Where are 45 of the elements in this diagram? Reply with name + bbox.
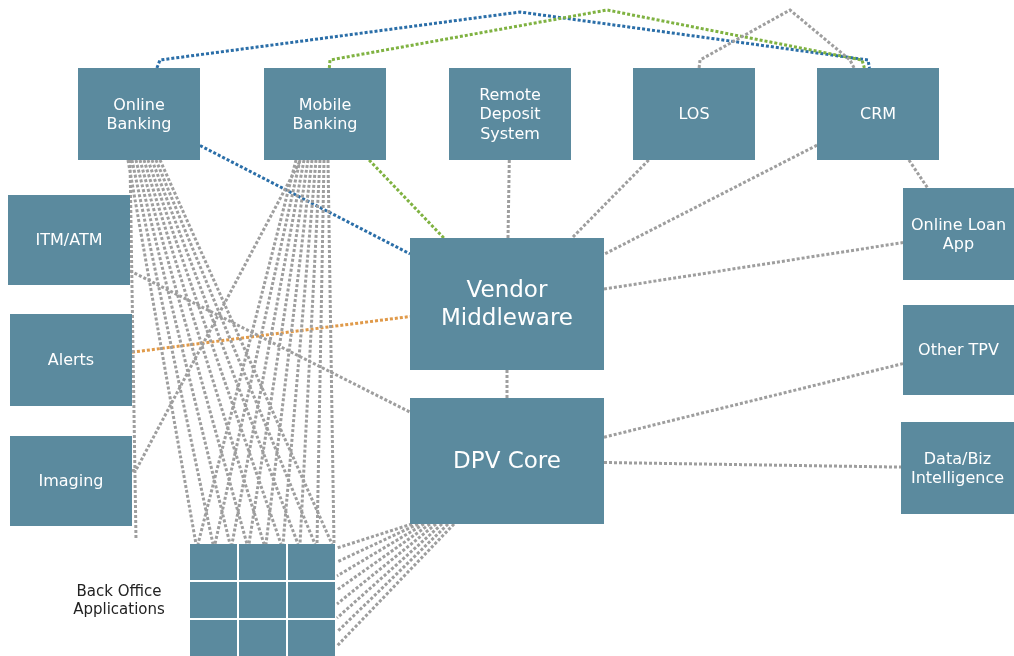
connector-line [505,370,509,398]
system-box [10,436,132,526]
connector-line [603,143,818,256]
box-label: Imaging [37,471,105,491]
system-box [633,68,755,160]
box-label: DPV Core [452,447,562,475]
connector-line [196,158,336,546]
system-box [449,68,571,160]
box-label: Online Banking [105,94,173,134]
connector-line [126,158,334,546]
system-box [8,195,130,285]
connector-line [335,522,456,648]
system-box [410,238,604,370]
system-box [903,305,1014,395]
box-label: LOS [677,104,711,124]
box-label: Online Loan App [909,214,1008,254]
box-label: Data/Biz Intelligence [909,448,1006,488]
connector-line [603,461,902,469]
connector-line [570,158,650,240]
system-box [78,68,200,160]
connector-line [603,241,904,291]
box-label: Remote Deposit System [478,85,542,143]
connector-line [327,8,866,69]
connector-line [199,144,411,256]
box-label: Other TPV [917,340,1000,360]
system-box [264,68,386,160]
connector-line [155,10,871,69]
connector-line [506,159,511,239]
connector-line [131,159,302,473]
system-box [410,398,604,524]
box-label: Mobile Banking [291,94,359,134]
connector-line [131,315,411,354]
system-box [817,68,939,160]
connector-line [907,159,929,189]
box-label: CRM [858,104,898,124]
system-box [901,422,1014,514]
group-label: Back Office Applications [72,582,166,618]
connector-line [603,362,904,439]
box-label: Alerts [46,350,96,370]
connector-line [368,158,445,240]
box-label: Vendor Middleware [440,276,574,332]
system-box [10,314,132,406]
connector-line [697,8,856,69]
box-label: ITM/ATM [34,230,104,250]
system-box [903,188,1014,280]
